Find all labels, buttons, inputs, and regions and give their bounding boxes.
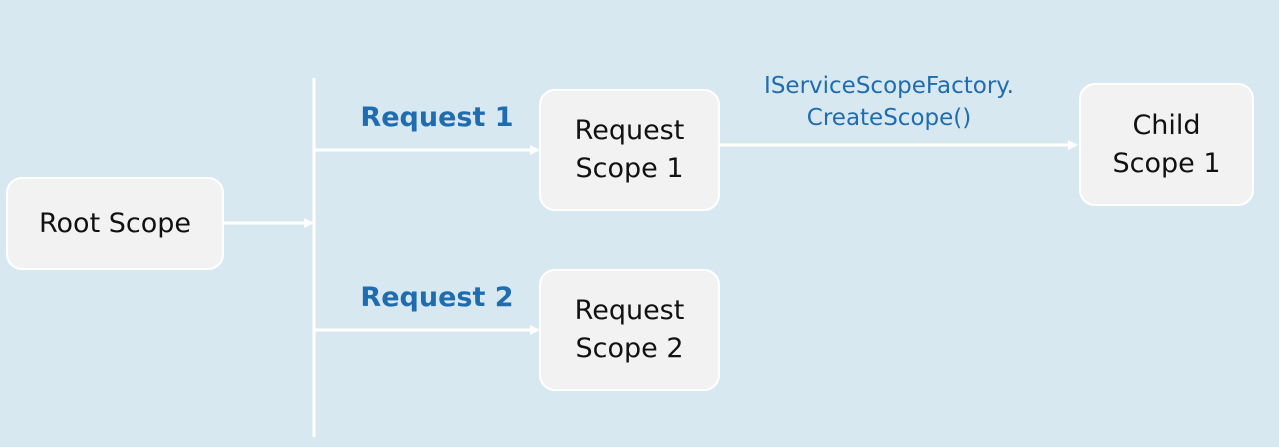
request-1-label: Request 1: [360, 102, 514, 133]
request-2-label: Request 2: [360, 282, 514, 313]
request-scope-1-label-line-2: Scope 1: [575, 153, 684, 184]
root-scope-node: Root Scope: [6, 177, 224, 270]
create-scope-label-line-1: IServiceScopeFactory.: [764, 73, 1014, 99]
request-scope-2-label-line-1: Request: [574, 295, 685, 326]
child-scope-1-label-line-2: Scope 1: [1112, 147, 1221, 179]
root-scope-label: Root Scope: [38, 207, 191, 239]
create-scope-label-line-2: CreateScope(): [806, 105, 972, 131]
request-scope-1-node: Request Scope 1: [539, 89, 720, 211]
child-scope-1-label-line-1: Child: [1132, 109, 1201, 141]
child-scope-1-node: Child Scope 1: [1079, 83, 1254, 206]
request-scope-2-label-line-2: Scope 2: [575, 333, 684, 364]
create-scope-label: IServiceScopeFactory. CreateScope(): [724, 70, 1054, 134]
request-scope-1-label-line-1: Request: [574, 115, 685, 146]
request-scope-2-node: Request Scope 2: [539, 269, 720, 391]
